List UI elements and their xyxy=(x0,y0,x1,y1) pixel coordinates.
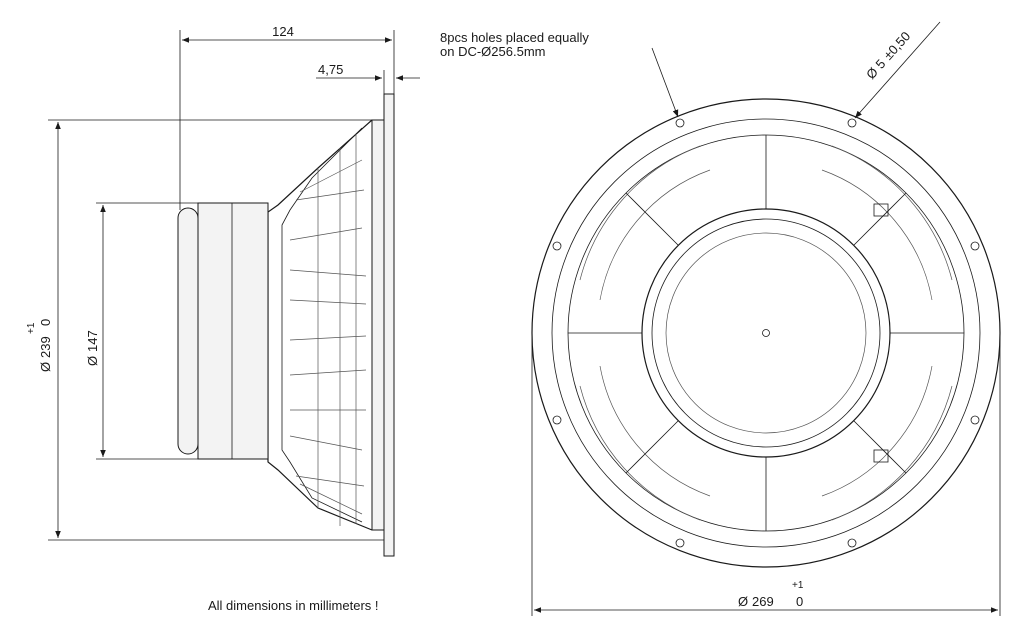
dim-outer-symbol: Ø xyxy=(38,362,53,372)
basket-spokes xyxy=(568,135,964,531)
dim-outer-label: 239 xyxy=(38,336,53,358)
basket-struts xyxy=(317,134,357,526)
basket-windows xyxy=(579,145,953,521)
flange-inner-circle xyxy=(551,118,981,548)
dim-outer-label-group: Ø 239 +1 0 xyxy=(26,319,53,372)
side-view: 124 4,75 Ø 239 +1 0 Ø 147 xyxy=(26,24,420,557)
mounting-flange xyxy=(383,93,395,557)
dim-overall-tol-lower: 0 xyxy=(796,594,803,609)
units-footnote: All dimensions in millimeters ! xyxy=(208,598,379,613)
mounting-hole xyxy=(970,241,980,251)
cone-inner-circle xyxy=(651,218,881,448)
dim-flange-label: 4,75 xyxy=(318,62,343,77)
holes-note-line2: on DC-Ø256.5mm xyxy=(440,44,545,59)
center-point xyxy=(762,329,770,337)
hole-dia-leader xyxy=(854,21,941,119)
dim-outer-tol-lower: 0 xyxy=(38,319,53,326)
dim-overall-symbol: Ø xyxy=(738,594,748,609)
dim-depth-label: 124 xyxy=(272,24,294,39)
mounting-hole xyxy=(552,241,562,251)
dim-magnet-symbol: Ø xyxy=(85,356,100,366)
basket-ribs xyxy=(289,159,367,515)
dim-overall-label: 269 xyxy=(752,594,774,609)
holes-leader xyxy=(651,47,679,118)
terminal-bottom xyxy=(873,449,889,463)
holes-note-line1: 8pcs holes placed equally xyxy=(440,30,589,45)
basket-windows-inner xyxy=(599,169,933,497)
outer-rim xyxy=(531,98,1001,568)
hole-dia-label-group: Ø 5 ±0,50 xyxy=(863,29,913,82)
front-view: 8pcs holes placed equally on DC-Ø256.5mm… xyxy=(440,21,1001,616)
mounting-hole xyxy=(675,118,685,128)
mounting-hole xyxy=(847,538,857,548)
magnet-assembly xyxy=(197,202,269,460)
terminal-top xyxy=(873,203,889,217)
dim-outer-tol-upper: +1 xyxy=(26,322,37,334)
dim-magnet-label: 147 xyxy=(85,330,100,352)
mounting-hole xyxy=(675,538,685,548)
cone-outer-circle xyxy=(641,208,891,458)
dim-magnet-label-group: Ø 147 xyxy=(85,330,100,366)
basket-inner xyxy=(281,127,363,523)
mounting-hole xyxy=(847,118,857,128)
dim-overall-tol-upper: +1 xyxy=(792,580,804,591)
mounting-hole xyxy=(552,415,562,425)
dust-cap-circle xyxy=(665,232,867,434)
back-plate xyxy=(177,207,199,455)
mounting-hole xyxy=(970,415,980,425)
flange-ring xyxy=(371,119,385,531)
